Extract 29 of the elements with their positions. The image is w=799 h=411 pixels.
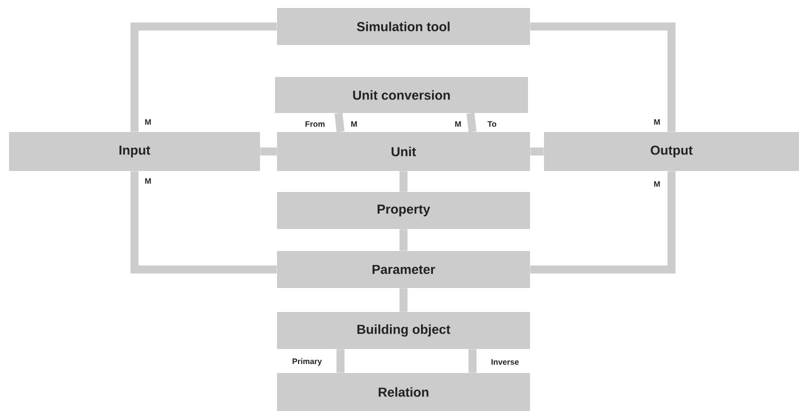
entity-box: Input (9, 132, 260, 171)
connector-line (336, 349, 344, 373)
connector-line (530, 171, 676, 274)
entity-box: Property (277, 192, 530, 229)
connector-line (400, 171, 408, 192)
connector-line (466, 112, 476, 132)
entity-box: Parameter (277, 251, 530, 288)
cardinality-label: M (654, 181, 660, 187)
cardinality-label: Primary (292, 358, 322, 366)
cardinality-label: M (351, 121, 357, 127)
connector-line (260, 148, 277, 156)
connector-line (400, 288, 408, 312)
entity-box: Building object (277, 312, 530, 349)
cardinality-label: To (488, 121, 496, 127)
entity-box: Unit (277, 132, 530, 171)
connector-line (468, 349, 476, 373)
entity-box: Simulation tool (277, 8, 530, 45)
connector-line (400, 229, 408, 251)
entity-box: Unit conversion (275, 77, 528, 113)
cardinality-label: M (455, 121, 461, 127)
entity-box: Relation (277, 373, 530, 411)
entity-box: Output (544, 132, 799, 171)
cardinality-label: Inverse (492, 359, 519, 365)
connector-line (130, 22, 277, 132)
connector-line (530, 148, 544, 156)
connector-line (530, 22, 676, 132)
connector-line (334, 112, 344, 132)
cardinality-label: From (306, 121, 325, 127)
connector-line (130, 171, 277, 274)
